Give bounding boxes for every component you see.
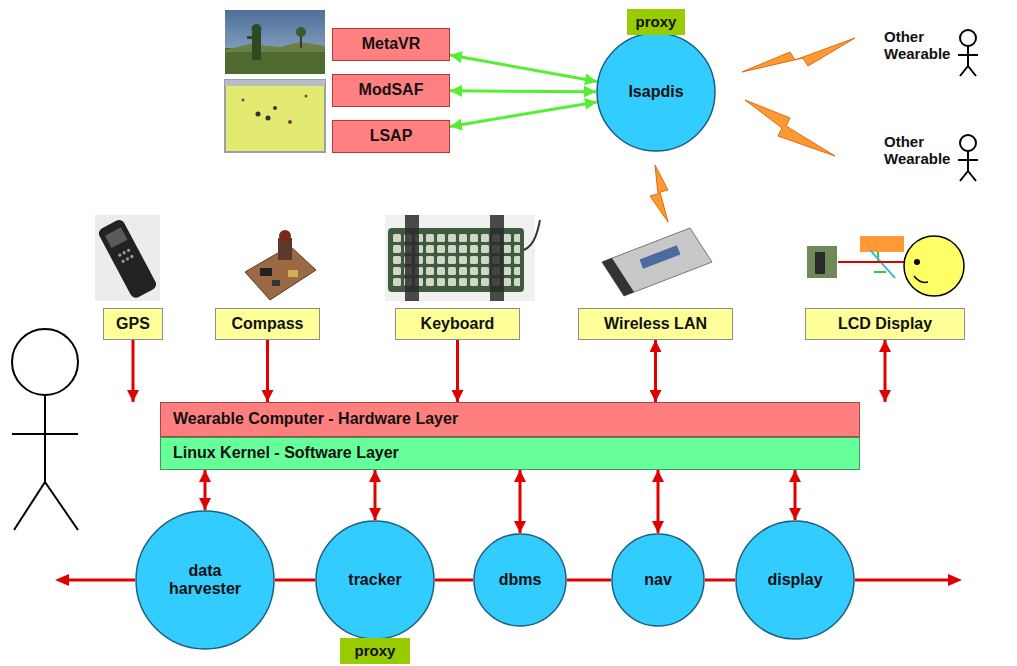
circle-outline xyxy=(736,521,854,639)
node-text: Compass xyxy=(231,315,303,333)
connector xyxy=(884,340,887,402)
connector xyxy=(450,55,597,81)
device-label: LCD Display xyxy=(805,308,965,340)
device-label: Compass xyxy=(215,308,320,340)
connector xyxy=(435,579,473,582)
figure-label: Other Wearable xyxy=(884,133,962,168)
circle-outline xyxy=(316,521,434,639)
server-circle: Isapdis xyxy=(596,32,716,152)
node-text: Linux Kernel - Software Layer xyxy=(173,444,399,462)
process-circle: display xyxy=(735,520,855,640)
node-text: Keyboard xyxy=(421,315,495,333)
simulator-box: MetaVR xyxy=(332,28,450,61)
node-text: nav xyxy=(644,571,672,589)
connector xyxy=(450,89,596,93)
connector xyxy=(132,340,135,402)
process-circle: nav xyxy=(611,533,705,627)
node-text: display xyxy=(767,571,822,589)
process-circle: dbms xyxy=(473,533,567,627)
proxy-tag: proxy xyxy=(627,9,685,34)
circle-outline xyxy=(136,511,274,649)
node-text: LSAP xyxy=(370,127,413,145)
node-text: Isapdis xyxy=(628,83,683,101)
circle-outline xyxy=(612,534,704,626)
connector xyxy=(374,470,377,520)
proxy-tag: proxy xyxy=(340,638,410,663)
process-circle: tracker xyxy=(315,520,435,640)
wireless-card-photo xyxy=(602,228,712,296)
connector xyxy=(567,579,611,582)
connector xyxy=(519,470,522,533)
connector xyxy=(275,579,315,582)
circle-outline xyxy=(474,534,566,626)
device-label: GPS xyxy=(103,308,163,340)
figure-label: Other Wearable xyxy=(884,28,962,63)
simulator-box: ModSAF xyxy=(332,74,450,107)
connector xyxy=(654,340,657,402)
circle-outline xyxy=(597,33,715,151)
node-text: LCD Display xyxy=(838,315,932,333)
node-text: tracker xyxy=(348,571,401,589)
person-figure xyxy=(958,30,978,181)
node-text: GPS xyxy=(116,315,150,333)
node-text: ModSAF xyxy=(359,81,424,99)
device-label: Wireless LAN xyxy=(578,308,733,340)
simulator-box: LSAP xyxy=(332,120,450,153)
connector xyxy=(204,470,207,510)
gps-photo xyxy=(95,215,160,301)
lcd-schematic xyxy=(807,236,964,296)
node-text: data harvester xyxy=(155,562,256,599)
connector xyxy=(705,579,735,582)
node-text: Wireless LAN xyxy=(604,315,707,333)
keyboard-photo xyxy=(385,215,540,301)
layer-band: Linux Kernel - Software Layer xyxy=(160,437,860,470)
node-text: MetaVR xyxy=(362,35,421,53)
connector xyxy=(266,340,269,402)
user-figure xyxy=(12,329,78,530)
node-text: dbms xyxy=(499,571,542,589)
3d-screenshot xyxy=(225,10,325,74)
connector xyxy=(657,470,660,533)
map-screenshot xyxy=(225,80,325,152)
connector xyxy=(456,340,459,402)
node-text: Wearable Computer - Hardware Layer xyxy=(173,410,458,428)
connector xyxy=(794,470,797,520)
process-circle: data harvester xyxy=(135,510,275,650)
node-text: proxy xyxy=(355,642,396,659)
layer-band: Wearable Computer - Hardware Layer xyxy=(160,402,860,437)
connector xyxy=(450,102,597,127)
compass-photo xyxy=(245,230,316,300)
node-text: proxy xyxy=(636,13,677,30)
device-label: Keyboard xyxy=(395,308,520,340)
